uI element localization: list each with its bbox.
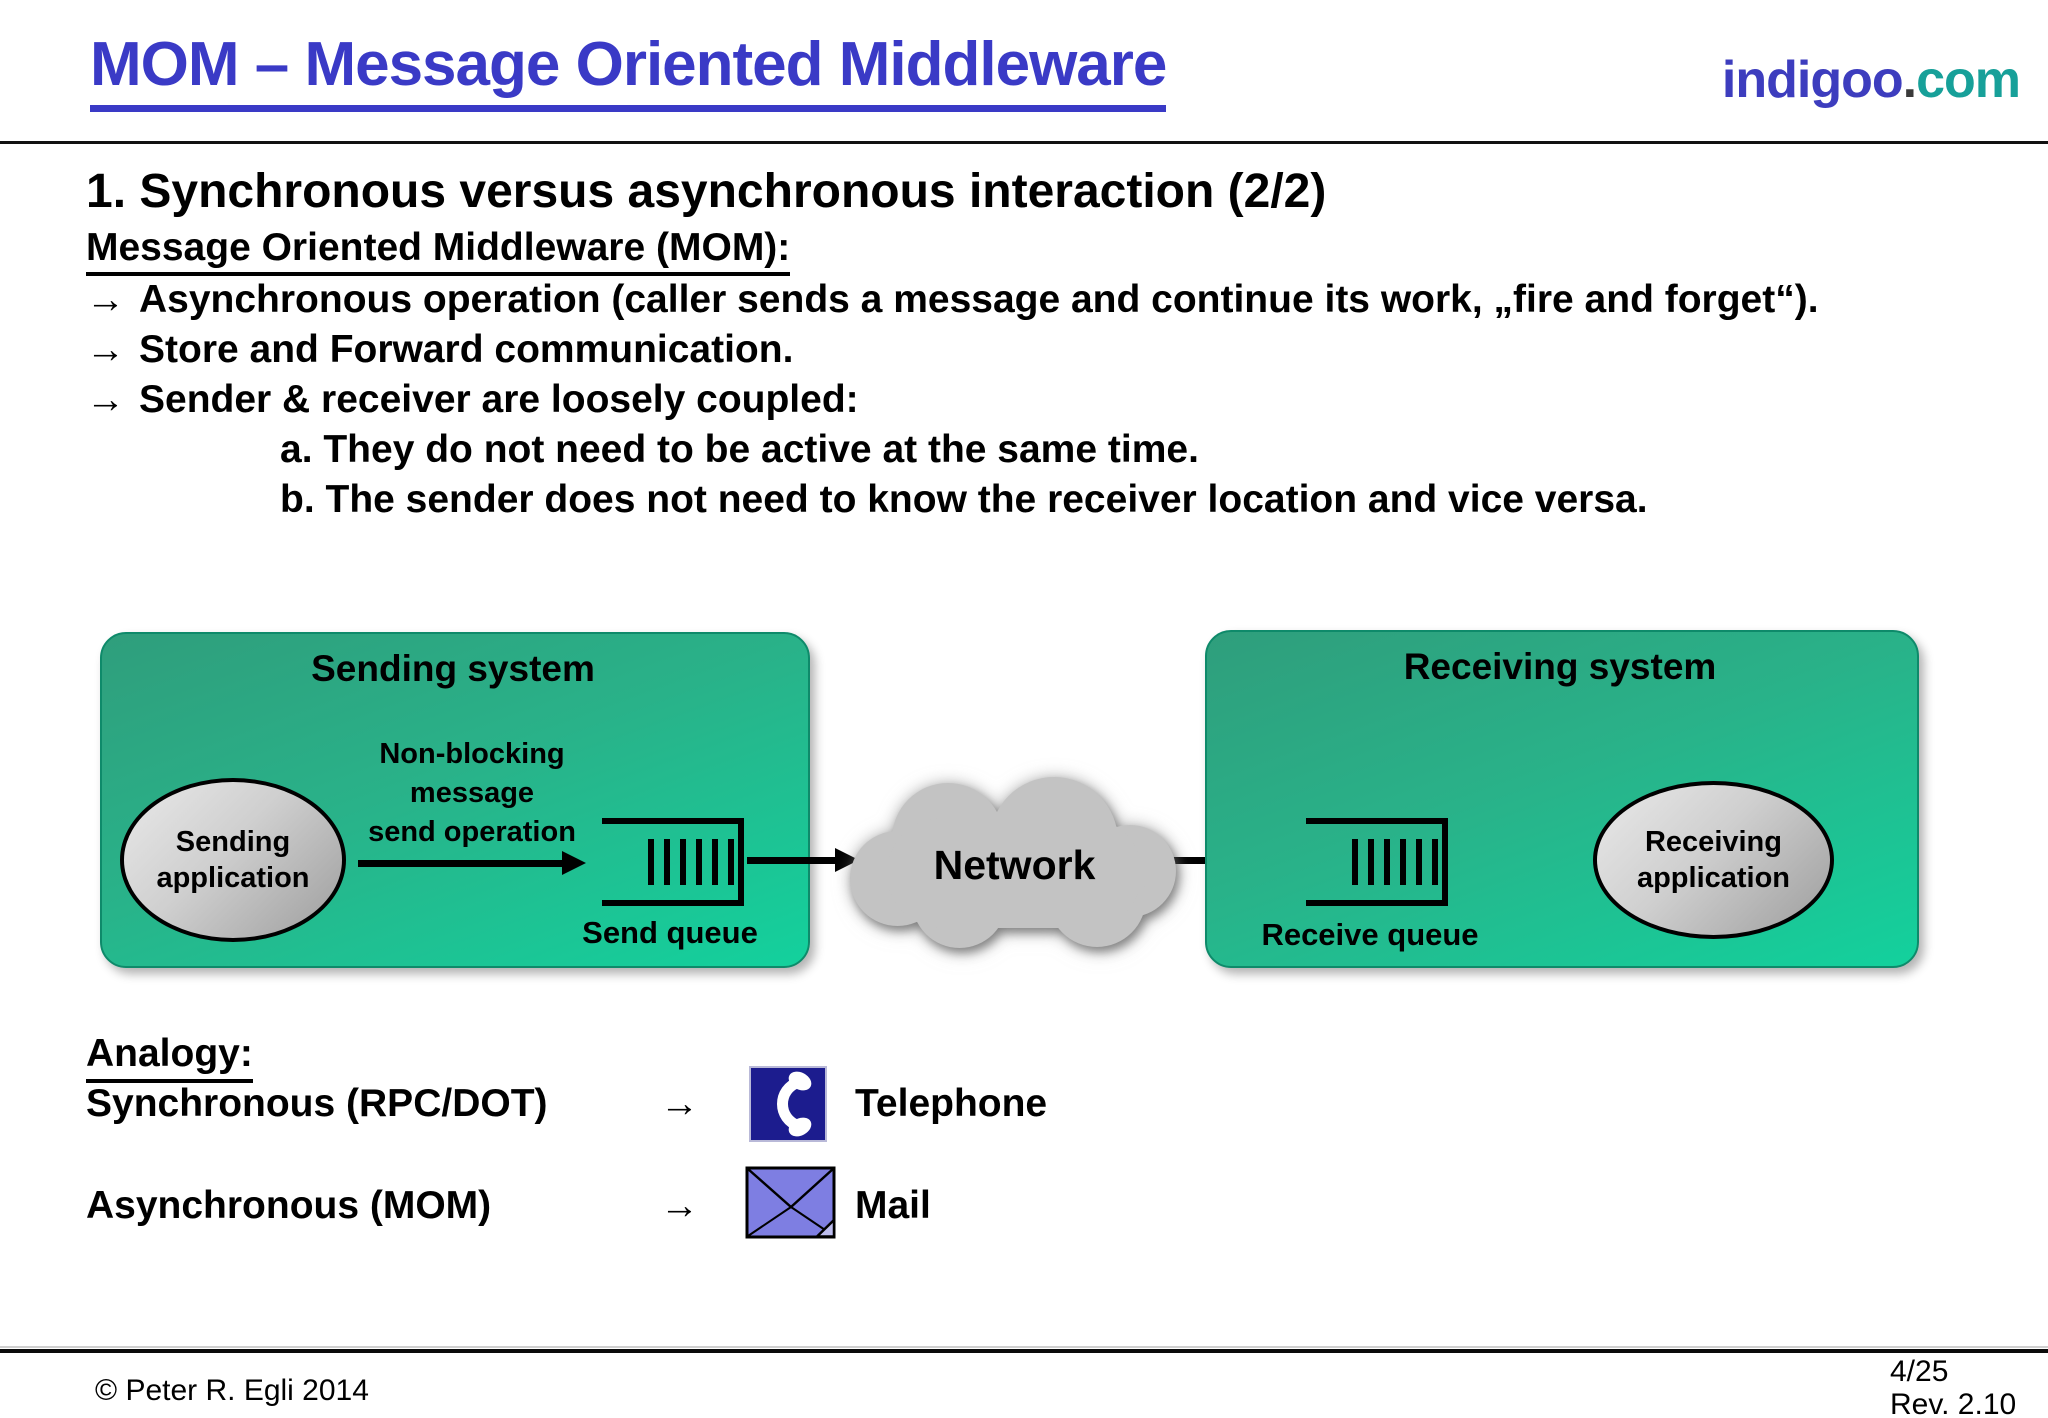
send-queue-label: Send queue [582, 915, 758, 950]
analogy-heading: Analogy: [86, 1032, 253, 1083]
bullet-loosely-coupled: → Sender & receiver are loosely coupled: [86, 378, 859, 422]
brand-logo: indigoo.com [1721, 50, 2021, 110]
analogy-row2-label: Asynchronous (MOM) [86, 1184, 492, 1227]
page-title: MOM – Message Oriented Middleware [90, 32, 1167, 113]
analogy-row2-name: Mail [855, 1184, 931, 1227]
operation-line2: message [409, 777, 535, 809]
page-number: 4/25 [1890, 1355, 1949, 1388]
bullet-text: Asynchronous operation (caller sends a m… [139, 278, 1819, 321]
arrow-right-icon: → [86, 278, 125, 321]
arrow-right-icon: → [86, 328, 125, 371]
sub-bullet-b: b. The sender does not need to know the … [280, 478, 1648, 521]
sending-app-line2: application [156, 862, 310, 894]
sending-system-title: Sending system [311, 648, 595, 689]
analogy-row1-label: Synchronous (RPC/DOT) [86, 1082, 548, 1125]
arrow-right-icon: → [660, 1082, 699, 1125]
receiving-app-line1: Receiving [1644, 826, 1782, 858]
bullet-asynchronous-operation: → Asynchronous operation (caller sends a … [86, 278, 1819, 322]
logo-part-com: com [1916, 51, 2021, 109]
footer-divider [0, 1349, 2048, 1353]
non-blocking-operation-label: Non-blocking message send operation [352, 735, 592, 852]
receiving-system-title: Receiving system [1403, 646, 1717, 687]
logo-dot: . [1902, 51, 1917, 109]
sending-application-ellipse: Sending application [120, 778, 346, 942]
copyright-text: © Peter R. Egli 2014 [95, 1374, 369, 1407]
network-cloud [850, 777, 1177, 948]
arrow-send-queue-to-network [747, 848, 859, 872]
revision-number: Rev. 2.10 [1890, 1388, 2017, 1418]
mail-icon [745, 1166, 836, 1239]
subheading: Message Oriented Middleware (MOM): [86, 226, 791, 276]
arrow-app-to-send-queue [358, 851, 586, 875]
send-queue-icon [602, 818, 744, 906]
sending-app-line1: Sending [175, 826, 291, 858]
arrow-right-icon: → [660, 1184, 699, 1227]
receive-queue-label: Receive queue [1261, 917, 1479, 952]
footer-divider-shadow [0, 1346, 2048, 1348]
section-heading: 1. Synchronous versus asynchronous inter… [86, 165, 1327, 218]
logo-part-indigoo: indigoo [1721, 51, 1904, 109]
operation-line1: Non-blocking [379, 738, 565, 770]
operation-line3: send operation [368, 816, 576, 848]
bullet-store-and-forward: → Store and Forward communication. [86, 328, 793, 372]
receiving-application-ellipse: Receiving application [1593, 781, 1834, 939]
bullet-text: Sender & receiver are loosely coupled: [139, 378, 859, 421]
network-label: Network [933, 842, 1096, 888]
bullet-text: Store and Forward communication. [139, 328, 794, 371]
receiving-app-line2: application [1636, 862, 1791, 894]
sub-bullet-a: a. They do not need to be active at the … [280, 428, 1199, 471]
header-divider [0, 141, 2048, 144]
arrow-right-icon: → [86, 378, 125, 421]
receive-queue-icon [1306, 818, 1448, 906]
telephone-icon [749, 1066, 827, 1142]
analogy-row1-name: Telephone [855, 1082, 1048, 1125]
